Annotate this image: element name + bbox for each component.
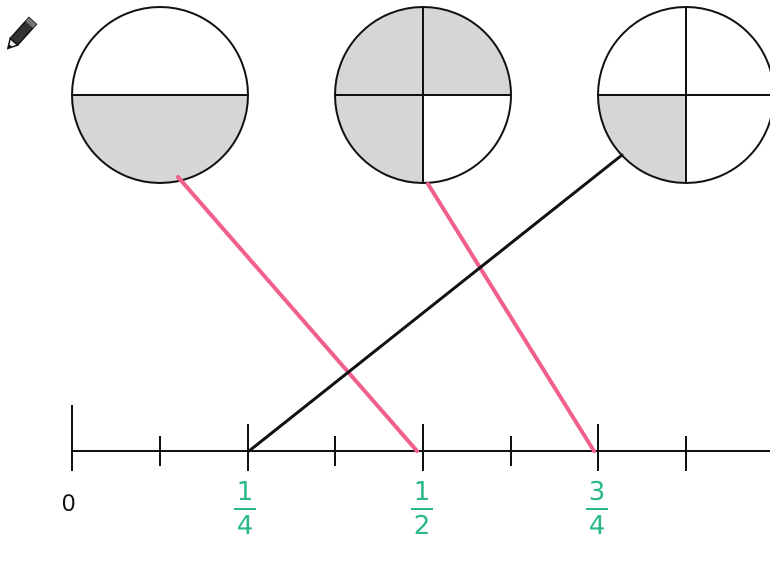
- fraction-bar: [586, 508, 608, 510]
- fraction-label-one-quarter: 1 4: [220, 478, 270, 540]
- number-line-label-zero: 0: [62, 490, 76, 517]
- denominator: 4: [236, 511, 254, 541]
- denominator: 2: [413, 511, 431, 541]
- circle-three-quarters: [334, 6, 512, 184]
- shaded-quarter-bl: [598, 95, 686, 183]
- circle-one-half: [71, 6, 249, 184]
- number-line: [71, 405, 770, 471]
- shaded-half: [72, 95, 248, 183]
- numerator: 1: [413, 477, 431, 507]
- fraction-label-three-quarters: 3 4: [572, 478, 622, 540]
- match-line-half: [176, 175, 419, 453]
- shaded-quarter-bl: [335, 95, 423, 183]
- fraction-bar: [234, 508, 256, 510]
- match-line-three-quarters: [426, 182, 596, 453]
- shaded-quarter-tr: [423, 7, 511, 95]
- numerator: 3: [588, 477, 606, 507]
- pencil-icon: [6, 16, 38, 50]
- numerator: 1: [236, 477, 254, 507]
- fraction-bar: [411, 508, 433, 510]
- circle-one-quarter: [597, 6, 770, 184]
- fraction-label-one-half: 1 2: [397, 478, 447, 540]
- shaded-quarter-tl: [335, 7, 423, 95]
- match-line-one-quarter: [247, 153, 624, 453]
- denominator: 4: [588, 511, 606, 541]
